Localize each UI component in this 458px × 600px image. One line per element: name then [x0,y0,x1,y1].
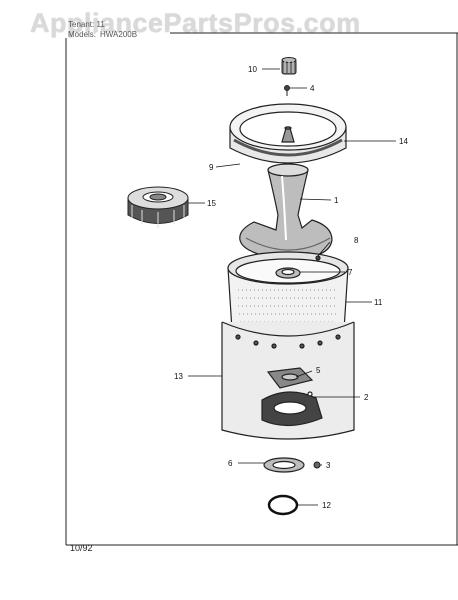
part-balance-ring [229,103,347,164]
callout-4: 4 [310,84,315,93]
callout-5: 5 [316,366,321,375]
callout-2: 2 [364,393,369,402]
part-gasket [263,457,305,473]
part-dispenser-cap [127,186,189,228]
part-screw [284,85,290,96]
page-border [65,32,458,546]
leader-lines [188,68,396,506]
part-filter-cap [281,57,297,75]
callout-1: 1 [334,196,339,205]
callout-8: 8 [354,236,359,245]
callout-12: 12 [322,501,331,510]
callout-13: 13 [174,372,183,381]
part-agitator [239,163,333,259]
header-line1: Tenant: 11 [68,20,105,29]
callout-14: 14 [399,137,408,146]
part-outer-tub [221,321,355,440]
models-label: Models: [68,30,97,39]
footer-date: 10/92 [70,543,93,553]
callout-6: 6 [228,459,233,468]
callout-7: 7 [348,268,353,277]
callout-11: 11 [374,298,383,307]
callout-10: 10 [248,65,257,74]
callout-15: 15 [207,199,216,208]
callout-3: 3 [326,461,331,470]
callout-9: 9 [209,163,214,172]
part-o-ring [267,494,299,516]
part-nut [313,461,321,469]
models-value: HWA200B [100,30,138,39]
